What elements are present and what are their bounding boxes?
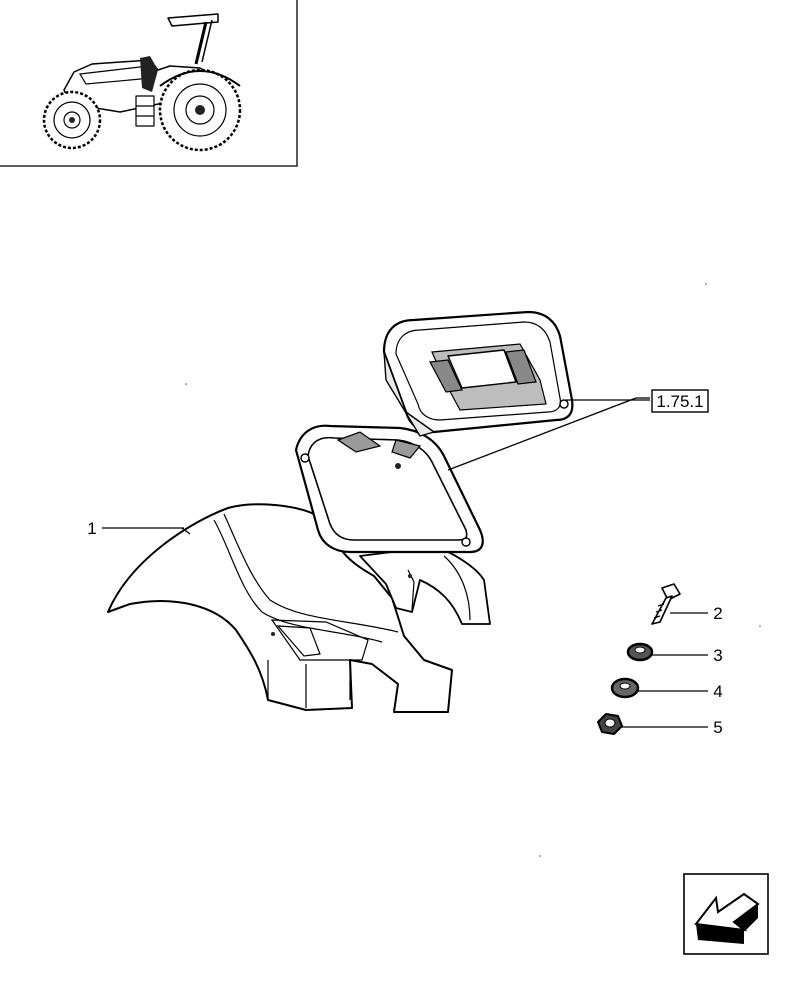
reference-box-label: 1.75.1 [656, 392, 703, 411]
part-2-bolt [651, 583, 681, 625]
callout-5: 5 [713, 718, 722, 737]
callout-4: 4 [713, 682, 722, 701]
thumbnail-frame [0, 0, 298, 167]
reference-box[interactable]: 1.75.1 [651, 389, 709, 413]
part-1-cowl [107, 503, 491, 713]
callout-2: 2 [713, 604, 722, 623]
tractor-icon [42, 13, 242, 152]
scan-specks [185, 283, 761, 857]
tractor-thumbnail [0, 0, 298, 167]
part-3-washer [626, 642, 654, 662]
part-5-nut [597, 713, 623, 735]
callout-3: 3 [713, 646, 722, 665]
previous-arrow-icon [694, 892, 760, 944]
previous-page-button[interactable] [683, 873, 769, 955]
gasket-frame [294, 424, 484, 554]
instrument-cluster [382, 310, 574, 437]
leader-lines [102, 397, 708, 728]
callout-1: 1 [87, 519, 96, 538]
part-4-washer [610, 677, 640, 699]
